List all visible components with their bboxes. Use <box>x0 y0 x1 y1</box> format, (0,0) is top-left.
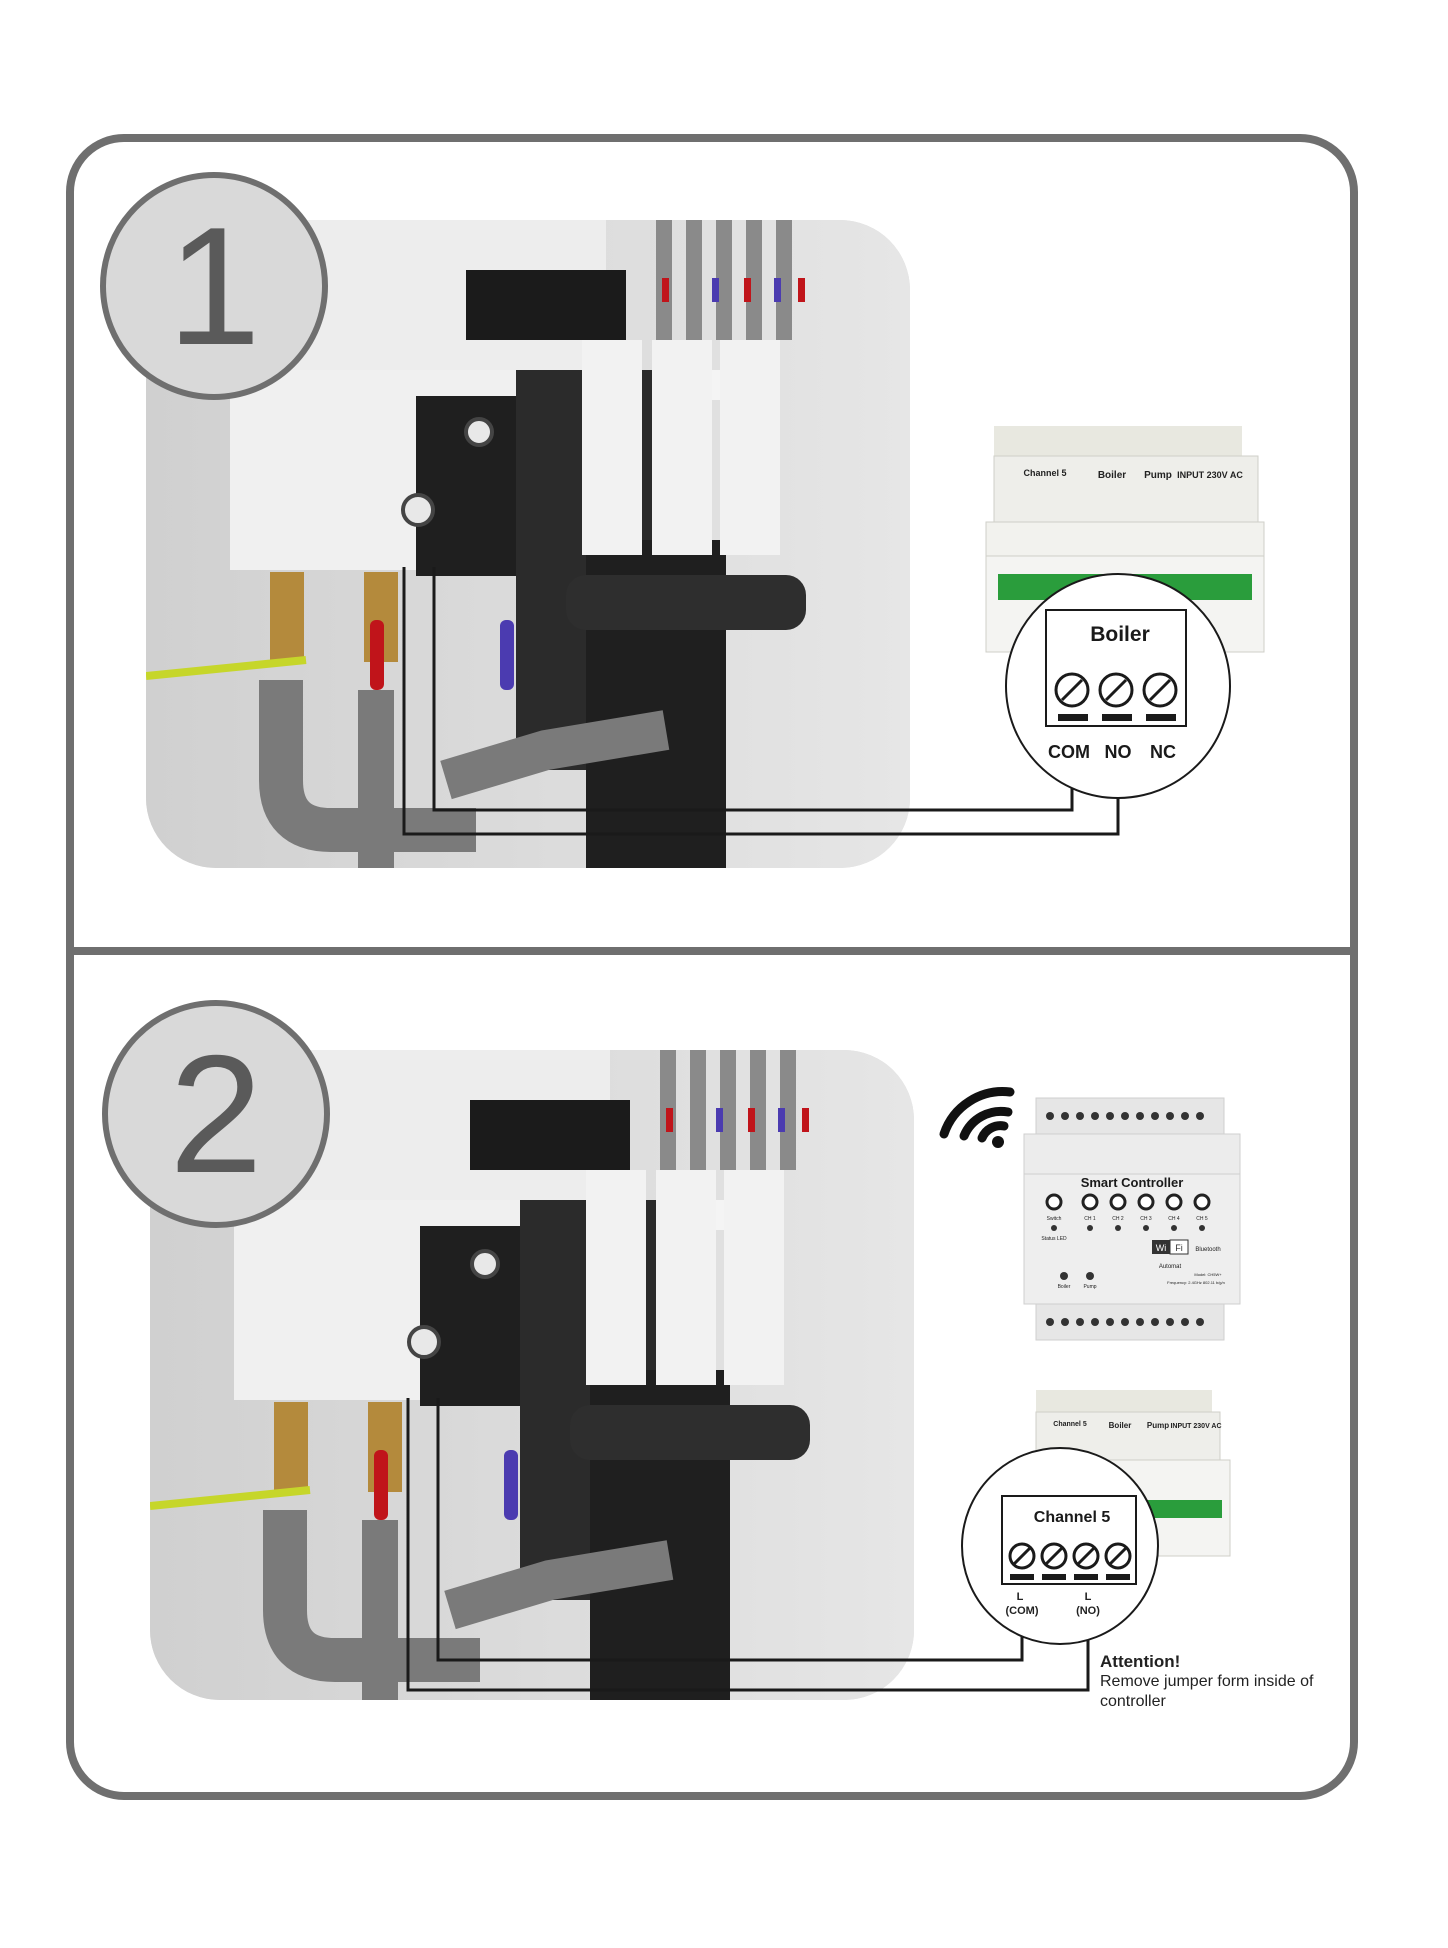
relay-header-channel: Channel 5 <box>1023 468 1066 478</box>
controller-label-ch1: CH 1 <box>1084 1216 1096 1222</box>
terminal-label-no: (NO) <box>1076 1605 1100 1617</box>
zoom-title: Boiler <box>1090 623 1150 646</box>
terminal-label-nc: NC <box>1150 742 1176 762</box>
boiler-installation-photo <box>146 220 910 868</box>
terminal-label-no: NO <box>1105 742 1132 762</box>
panel-divider <box>66 947 1358 955</box>
controller-frequency: Frequency: 2.4GHz 802.11 b/g/n <box>1167 1280 1225 1285</box>
boiler-terminal-zoom: Boiler COM NO NC <box>1005 573 1231 799</box>
wire-no <box>402 567 1120 836</box>
terminal-letter-no: L <box>1085 1591 1092 1603</box>
controller-label-switch: Switch <box>1047 1216 1062 1222</box>
relay-header-input: INPUT 230V AC <box>1170 1423 1221 1430</box>
controller-led-pump: Pump <box>1083 1284 1096 1290</box>
step-number-1: 1 <box>100 172 328 400</box>
wifi-icon <box>939 1087 1015 1148</box>
zoom-title: Channel 5 <box>1034 1509 1111 1526</box>
wire-com <box>436 1398 1024 1662</box>
attention-note: Attention! Remove jumper form inside of … <box>1100 1652 1360 1712</box>
wifi-badge-fi: Fi <box>1175 1243 1183 1253</box>
wifi-badge: Wi Fi <box>1152 1239 1189 1255</box>
channel-5-terminal-zoom: Channel 5 L L (COM) (NO) <box>961 1447 1159 1645</box>
controller-label-ch3: CH 3 <box>1140 1216 1152 1222</box>
relay-header-input: INPUT 230V AC <box>1177 470 1243 480</box>
relay-header-boiler: Boiler <box>1098 470 1126 481</box>
wire-com <box>432 567 1074 812</box>
controller-title: Smart Controller <box>1081 1175 1184 1190</box>
outer-frame <box>66 134 1358 1800</box>
controller-label-ch4: CH 4 <box>1168 1216 1180 1222</box>
bluetooth-badge: Bluetooth <box>1195 1247 1220 1253</box>
controller-model: Model: CH5W+ <box>1194 1272 1222 1277</box>
screw-terminal-icon <box>1008 1542 1132 1570</box>
wire-no <box>406 1398 1090 1692</box>
relay-header-channel: Channel 5 <box>1053 1421 1087 1428</box>
controller-status-led-label: Status LED <box>1041 1236 1067 1242</box>
wifi-badge-wi: Wi <box>1156 1243 1167 1253</box>
attention-title: Attention! <box>1100 1652 1181 1671</box>
step-2-panel: 2 Smar <box>0 0 1448 1710</box>
smart-controller: Smart Controller Switch CH 1 CH 2 CH 3 C… <box>1023 1097 1241 1341</box>
terminal-label-com: (COM) <box>1006 1605 1039 1617</box>
relay-header-pump: Pump <box>1147 1421 1169 1430</box>
attention-body: Remove jumper form inside of controller <box>1100 1673 1314 1710</box>
relay-header-pump: Pump <box>1144 470 1172 481</box>
controller-brand: Automat <box>1159 1264 1182 1270</box>
screw-terminal-icon <box>1054 672 1178 708</box>
step-1-panel: 1 Channel 5 Boiler Pump INPUT 230V AC Bo… <box>0 0 1448 868</box>
terminal-letter-com: L <box>1017 1591 1024 1603</box>
relay-header-boiler: Boiler <box>1109 1421 1132 1430</box>
controller-led-boiler: Boiler <box>1058 1284 1071 1290</box>
step-number-2: 2 <box>102 1000 330 1228</box>
terminal-label-com: COM <box>1048 742 1090 762</box>
controller-label-ch5: CH 5 <box>1196 1216 1208 1222</box>
controller-label-ch2: CH 2 <box>1112 1216 1124 1222</box>
step-1-wiring-diagram: Channel 5 Boiler Pump INPUT 230V AC Boil… <box>402 426 1265 836</box>
